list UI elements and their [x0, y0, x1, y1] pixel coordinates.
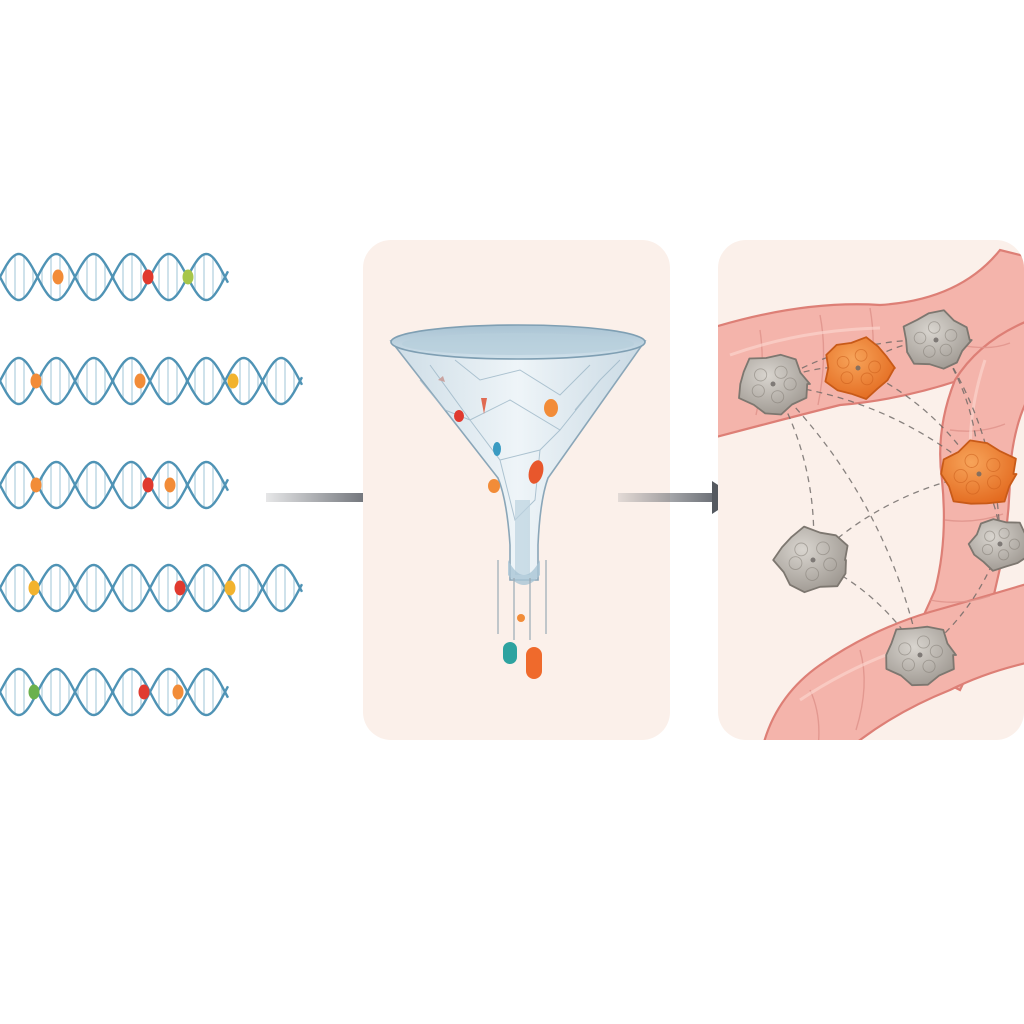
polyp-orange — [824, 336, 896, 400]
filtered-particle — [493, 442, 501, 456]
colon-panel — [718, 240, 1024, 740]
polyps-group — [738, 309, 1024, 687]
mutation-mark — [138, 684, 150, 700]
filtered-particle — [454, 410, 464, 422]
filtered-particle — [544, 399, 558, 417]
funnel-panel — [363, 240, 670, 740]
dna-helix — [0, 460, 230, 510]
filtered-particle — [528, 460, 544, 484]
mutation-mark — [227, 373, 239, 389]
polyp-gray — [738, 353, 811, 416]
filtered-particle — [488, 479, 500, 493]
polyp-gray — [885, 625, 957, 687]
mutation-mark — [134, 373, 146, 389]
mutation-mark — [174, 580, 186, 596]
output-pill — [503, 642, 517, 664]
mutation-mark — [28, 580, 40, 596]
dna-helix — [0, 252, 230, 302]
funnel-icon — [389, 324, 647, 640]
funnel-output-pills — [503, 642, 542, 679]
polyp-orange — [940, 439, 1018, 505]
falling-particle — [517, 614, 525, 622]
output-pill — [526, 647, 542, 679]
polyp-gray — [967, 518, 1024, 572]
mutation-mark — [52, 269, 64, 285]
dna-helix-rows — [0, 252, 304, 717]
mutation-mark — [224, 580, 236, 596]
mutation-mark — [142, 269, 154, 285]
mutation-mark — [172, 684, 184, 700]
mutation-mark — [142, 477, 154, 493]
mutation-mark — [164, 477, 176, 493]
funnel-particles — [454, 399, 558, 622]
mutation-mark — [28, 684, 40, 700]
network-link — [772, 383, 921, 656]
mutation-mark — [30, 373, 42, 389]
dna-helix — [0, 563, 304, 613]
dna-helix — [0, 356, 304, 406]
polyp-gray — [772, 525, 849, 594]
polyp-gray — [902, 309, 973, 370]
dna-helix — [0, 667, 230, 717]
mutation-mark — [182, 269, 194, 285]
mutation-mark — [30, 477, 42, 493]
